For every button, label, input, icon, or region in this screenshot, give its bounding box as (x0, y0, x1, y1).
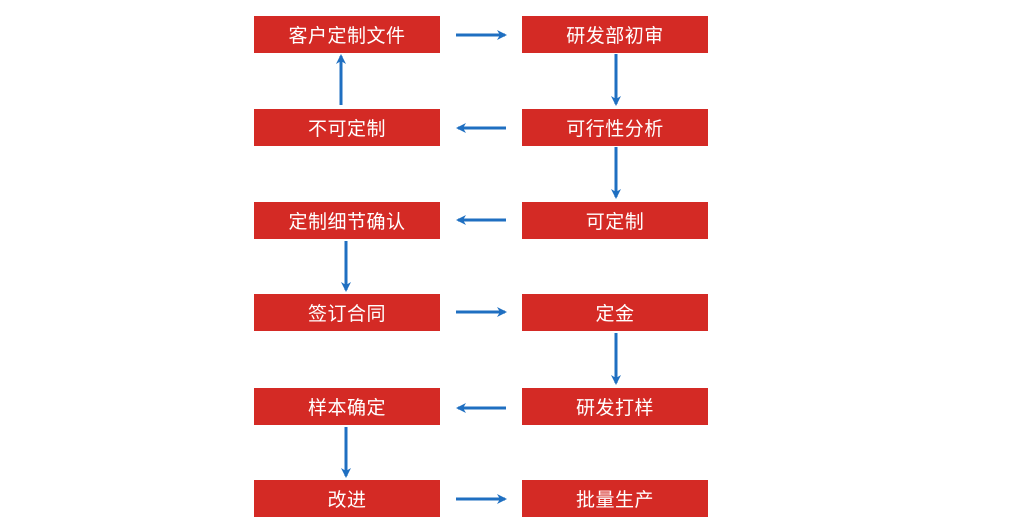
step-customizable: 可定制 (522, 202, 708, 239)
step-mass-production: 批量生产 (522, 480, 708, 517)
step-sample-confirm: 样本确定 (254, 388, 440, 425)
step-not-customizable: 不可定制 (254, 109, 440, 146)
step-customer-file: 客户定制文件 (254, 16, 440, 53)
step-feasibility: 可行性分析 (522, 109, 708, 146)
step-rd-review: 研发部初审 (522, 16, 708, 53)
step-rd-sampling: 研发打样 (522, 388, 708, 425)
step-sign-contract: 签订合同 (254, 294, 440, 331)
step-improve: 改进 (254, 480, 440, 517)
step-confirm-details: 定制细节确认 (254, 202, 440, 239)
step-deposit: 定金 (522, 294, 708, 331)
